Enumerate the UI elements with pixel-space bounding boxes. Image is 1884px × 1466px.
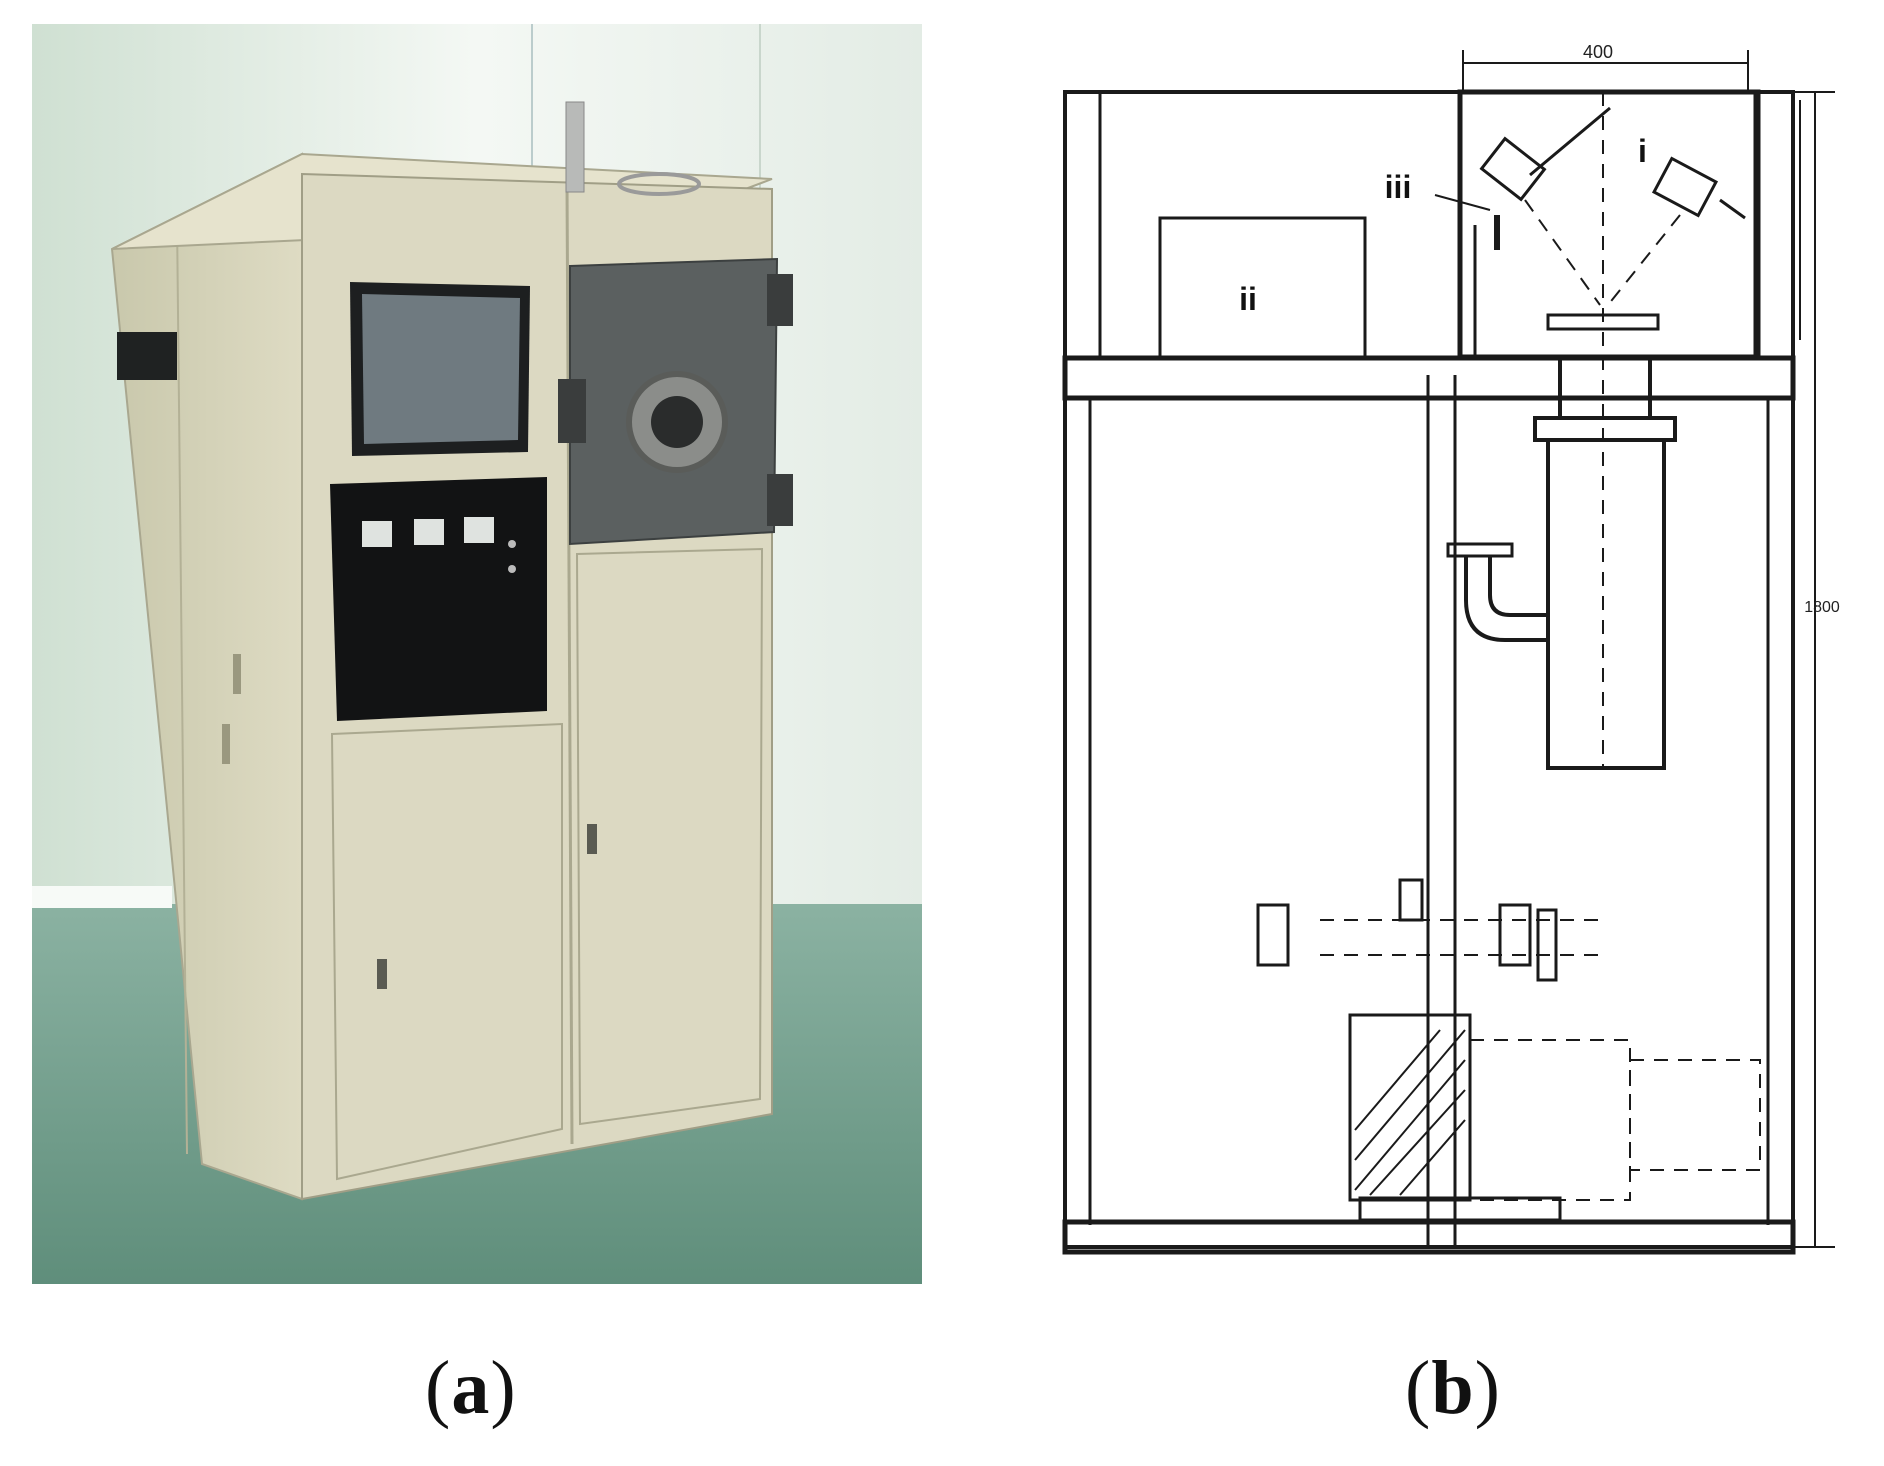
caption-b: (b) xyxy=(1405,1346,1501,1430)
source-left xyxy=(1479,136,1547,202)
source-right xyxy=(1651,156,1719,218)
caption-a-letter: a xyxy=(451,1346,491,1430)
component-ii-box xyxy=(1158,216,1367,360)
pipe-column xyxy=(1546,438,1666,770)
pump-body xyxy=(1348,1013,1472,1202)
frame-outer xyxy=(1063,90,1795,1249)
label-iii: iii xyxy=(1385,169,1412,205)
technical-drawing: 400 1800 i ii iii xyxy=(1040,30,1884,1280)
side-vent xyxy=(117,332,177,380)
control-panel xyxy=(330,477,547,721)
caption-a: (a) xyxy=(425,1346,517,1430)
top-probe xyxy=(565,101,585,193)
door-latch xyxy=(558,379,586,443)
pipe-elbow xyxy=(1464,555,1548,642)
hinge-bottom xyxy=(767,474,793,526)
touch-screen-display xyxy=(362,294,520,444)
pipe-flange xyxy=(1533,416,1677,442)
label-ii: ii xyxy=(1239,281,1257,317)
hinge-top xyxy=(767,274,793,326)
label-i: i xyxy=(1638,133,1647,169)
dimension-width-label: 400 xyxy=(1583,42,1613,62)
caption-b-letter: b xyxy=(1431,1346,1475,1430)
pipe-neck xyxy=(1558,356,1652,420)
base xyxy=(1062,1219,1796,1255)
pump-base xyxy=(1358,1196,1562,1222)
skirting xyxy=(32,886,172,908)
technical-drawing-svg: 400 1800 i ii iii xyxy=(1062,42,1840,1255)
chamber-box xyxy=(1457,89,1761,360)
equipment-photo-illustration xyxy=(32,24,922,1284)
equipment-photo xyxy=(32,24,922,1284)
lower-door-left xyxy=(330,722,563,1181)
lower-door-right xyxy=(575,547,764,1126)
dimension-height-label: 1800 xyxy=(1804,599,1840,616)
